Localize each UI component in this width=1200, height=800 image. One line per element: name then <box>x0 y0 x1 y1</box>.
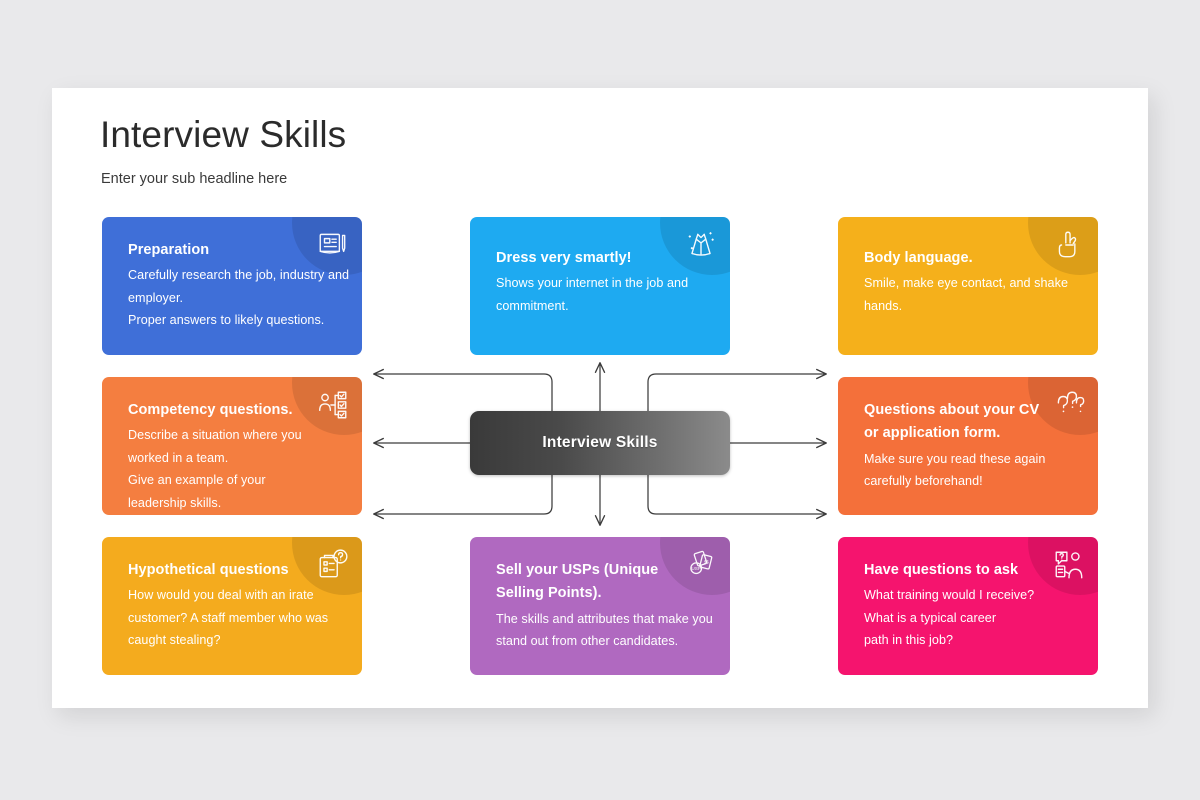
page-subtitle: Enter your sub headline here <box>101 171 288 187</box>
card-line: The skills and attributes that make you <box>496 611 713 626</box>
center-node[interactable]: Interview Skills <box>470 411 730 475</box>
svg-text:USP: USP <box>691 566 701 571</box>
card-line: How would you deal with an irate <box>128 588 314 603</box>
card-line: Make sure you read these again <box>864 451 1046 466</box>
arrow-to-body-language <box>647 368 827 411</box>
svg-text:$$: $$ <box>704 559 709 564</box>
card-body: How would you deal with an irate custome… <box>128 584 336 651</box>
card-title-line: or application form. <box>864 425 1001 442</box>
card-title: Competency questions. <box>128 402 293 418</box>
card-hypothetical-questions[interactable]: Hypothetical questions How would you dea… <box>102 537 362 675</box>
card-body: Smile, make eye contact, and shake hands… <box>864 272 1072 317</box>
card-competency-questions[interactable]: Competency questions. Describe a situati… <box>102 377 362 515</box>
slide-canvas: Interview Skills Enter your sub headline… <box>52 88 1148 708</box>
card-body: Describe a situation where you worked in… <box>128 424 336 514</box>
card-body: Shows your internet in the job and commi… <box>496 272 704 317</box>
card-sell-your-usps[interactable]: USP $$ Sell your USPs (Unique Selling Po… <box>470 537 730 675</box>
person-checklist-icon <box>316 388 350 422</box>
card-cv-questions[interactable]: Questions about your CV or application f… <box>838 377 1098 515</box>
card-line: Shows your internet in the job and <box>496 276 689 291</box>
card-title: Sell your USPs (Unique Selling Points). <box>496 559 704 606</box>
card-line: stand out from other candidates. <box>496 634 679 649</box>
card-title-line: Questions about your CV <box>864 402 1040 418</box>
card-have-questions-to-ask[interactable]: Have questions to ask What training woul… <box>838 537 1098 675</box>
dress-icon <box>684 228 718 262</box>
card-title: Dress very smartly! <box>496 250 632 266</box>
card-title: Have questions to ask <box>864 562 1019 578</box>
arrow-to-have-questions <box>647 475 827 520</box>
card-line: commitment. <box>496 298 569 313</box>
card-body: The skills and attributes that make you … <box>496 608 713 653</box>
card-body-language[interactable]: Body language. Smile, make eye contact, … <box>838 217 1098 355</box>
card-line: Give an example of your <box>128 473 266 488</box>
card-line: customer? A staff member who was <box>128 610 329 625</box>
card-body: What training would I receive? What is a… <box>864 584 1072 651</box>
clipboard-question-icon <box>316 548 350 582</box>
page-title: Interview Skills <box>100 114 347 155</box>
arrow-to-hypothetical <box>373 475 553 520</box>
card-line: path in this job? <box>864 633 954 648</box>
card-dress-smartly[interactable]: Dress very smartly! Shows your internet … <box>470 217 730 355</box>
blueprint-icon <box>316 228 350 262</box>
card-title: Questions about your CV or application f… <box>864 399 1072 446</box>
card-title-line: Sell your USPs (Unique <box>496 562 659 578</box>
card-line: Smile, make eye contact, and shake <box>864 276 1069 291</box>
card-line: worked in a team. <box>128 450 229 465</box>
crossed-fingers-icon <box>1052 228 1086 262</box>
card-line: Describe a situation where you <box>128 428 302 443</box>
card-line: Carefully research the job, industry and <box>128 268 350 283</box>
card-line: What is a typical career <box>864 610 997 625</box>
card-title: Preparation <box>128 242 210 258</box>
card-preparation[interactable]: Preparation Carefully research the job, … <box>102 217 362 355</box>
card-title: Hypothetical questions <box>128 562 289 578</box>
card-title-line: Selling Points). <box>496 585 602 602</box>
card-line: leadership skills. <box>128 495 222 510</box>
card-line: employer. <box>128 290 184 305</box>
center-node-label: Interview Skills <box>542 434 658 451</box>
person-question-chat-icon <box>1052 548 1086 582</box>
card-line: Proper answers to likely questions. <box>128 313 325 328</box>
card-line: What training would I receive? <box>864 588 1035 603</box>
card-body: Make sure you read these again carefully… <box>864 448 1072 493</box>
card-body: Carefully research the job, industry and… <box>128 264 350 331</box>
usp-fan-icon: USP $$ <box>684 548 718 582</box>
card-line: caught stealing? <box>128 633 221 648</box>
card-line: carefully beforehand! <box>864 474 983 489</box>
arrow-to-preparation <box>373 368 553 411</box>
card-title: Body language. <box>864 250 973 266</box>
question-marks-icon <box>1052 388 1086 422</box>
card-line: hands. <box>864 298 903 313</box>
